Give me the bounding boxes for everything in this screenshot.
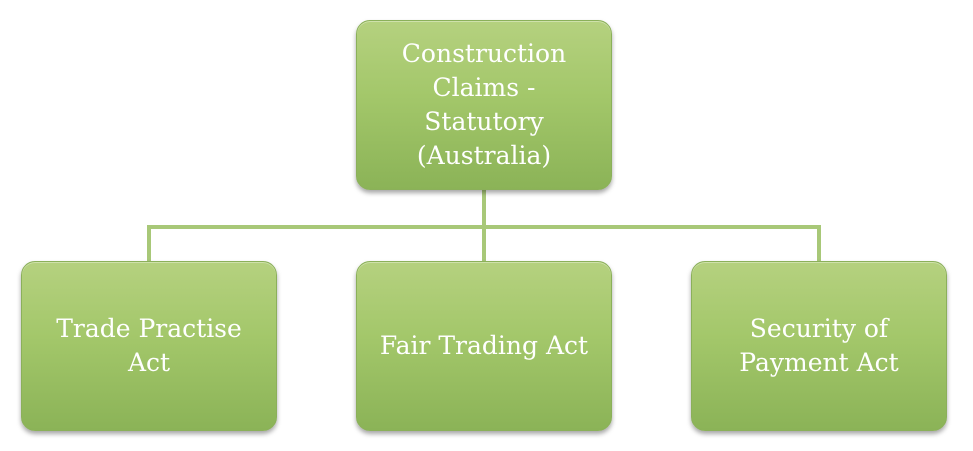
root-node-construction-claims: Construction Claims - Statutory (Austral… bbox=[356, 20, 612, 190]
child-node-label: Fair Trading Act bbox=[379, 331, 589, 360]
root-node-label: Construction Claims - Statutory (Austral… bbox=[401, 39, 567, 170]
child-node-label: Security of Payment Act bbox=[739, 314, 899, 377]
child-node-trade-practise-act: Trade Practise Act bbox=[21, 261, 277, 431]
child-node-label: Trade Practise Act bbox=[56, 314, 242, 377]
child-node-security-of-payment-act: Security of Payment Act bbox=[691, 261, 947, 431]
child-node-fair-trading-act: Fair Trading Act bbox=[356, 261, 612, 431]
